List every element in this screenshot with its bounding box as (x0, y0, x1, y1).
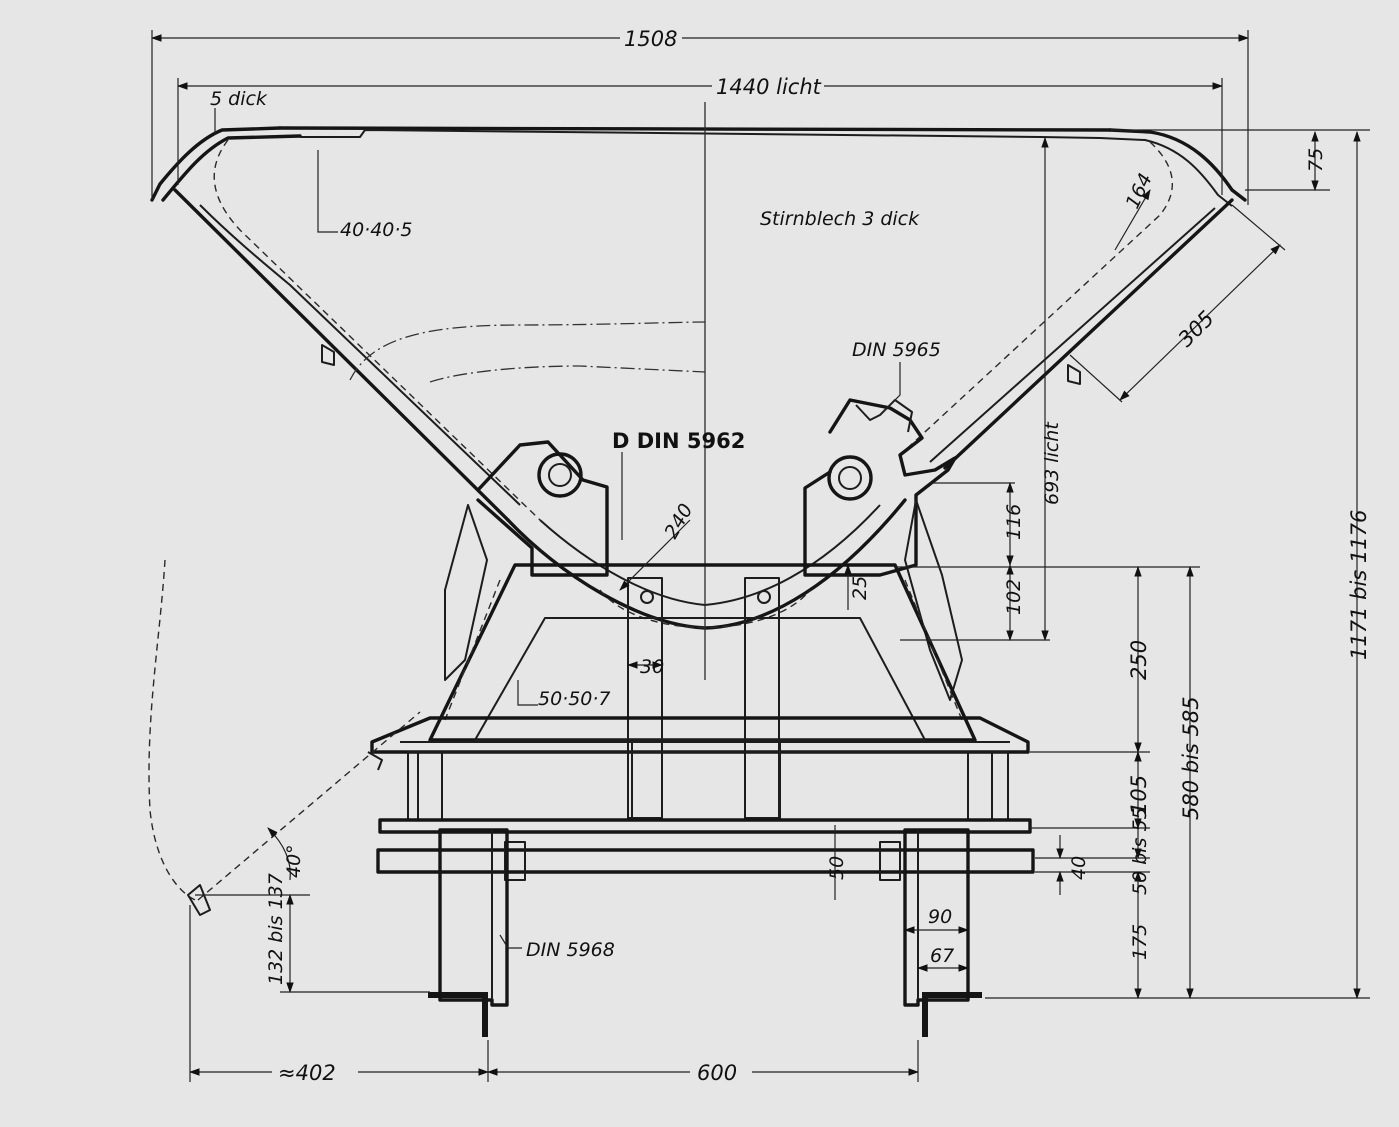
label-angle-top: 40·40·5 (340, 219, 413, 241)
dim-line-164 (1114, 189, 1151, 251)
rail-right-web (922, 992, 928, 1037)
tipped-lip (187, 884, 211, 916)
hanger-left (627, 577, 663, 819)
label-dim-305: 305 (1174, 306, 1219, 351)
label-dim-102: 102 (1003, 579, 1025, 615)
left-bracket (444, 504, 488, 681)
hopper-left-wall (173, 188, 510, 522)
hanger-left-bolt (640, 590, 654, 604)
label-dim-40: 40 (1068, 856, 1090, 880)
label-din-5968: DIN 5968 (526, 939, 615, 961)
tipped-outline-b (197, 711, 421, 901)
dim-line-305 (1119, 244, 1281, 401)
rail-right (922, 992, 982, 998)
chassis-box (407, 751, 1009, 821)
wheel-left (438, 828, 509, 1007)
rail-left (428, 992, 488, 998)
dim-line-240 (619, 519, 691, 591)
ext-line-305-b (1069, 354, 1123, 403)
hopper-left-lip-outer (161, 134, 302, 202)
frame-trapezoid (428, 563, 977, 742)
hanger-right-bolt (757, 590, 771, 604)
dimensions (150, 26, 1370, 1084)
tilt-trajectory (349, 321, 706, 381)
label-angle-bottom: 50·50·7 (538, 688, 611, 710)
leader-din5965 (879, 362, 901, 416)
labels: 1508 1440 licht 5 dick 40·40·5 Stirnblec… (210, 27, 1371, 1085)
platform-plate (370, 716, 1030, 754)
label-dim-90: 90 (928, 906, 952, 928)
tipped-stiffener (367, 751, 383, 771)
tilt-trajectory-2 (429, 365, 706, 383)
label-dim-164: 164 (1122, 170, 1157, 212)
hanger-right (744, 577, 780, 819)
right-stiffener (1067, 364, 1081, 385)
label-dim-75: 75 (1305, 148, 1327, 172)
label-dim-175: 175 (1129, 924, 1151, 960)
frame-trapezoid-inner (474, 617, 926, 741)
hopper-top-rim (278, 126, 1112, 132)
axle-hub-right (879, 841, 901, 881)
tipped-outline-a (148, 559, 196, 901)
label-angle-40: 40° (283, 844, 305, 878)
label-dim-580: 580 bis 585 (1179, 696, 1203, 820)
rail-left-web (482, 992, 488, 1037)
right-pivot-lever (803, 398, 957, 577)
right-pivot-eye-inner (838, 466, 862, 490)
label-dim-116: 116 (1003, 504, 1025, 540)
pivot-assembly-right (803, 398, 963, 701)
label-end-plate: Stirnblech 3 dick (760, 208, 920, 230)
label-dim-105: 105 (1127, 775, 1151, 815)
label-dim-1171: 1171 bis 1176 (1347, 510, 1371, 660)
label-dim-240: 240 (660, 500, 697, 542)
label-dim-67: 67 (930, 945, 954, 967)
label-sheet-thickness: 5 dick (210, 88, 268, 110)
label-inner-width: 1440 licht (716, 75, 822, 99)
label-dim-693: 693 licht (1041, 421, 1063, 505)
right-bracket (904, 499, 963, 701)
left-pivot-eye-inner (548, 463, 572, 487)
hopper-left-lip (150, 126, 282, 202)
label-din-5965: DIN 5965 (852, 339, 941, 361)
pivot-assembly-left (444, 440, 609, 681)
leader-din5968 (499, 934, 522, 949)
chassis-post-right (967, 751, 993, 821)
frame-hidden-lines (444, 579, 963, 721)
angle-arc-40 (267, 827, 291, 881)
label-overall-width: 1508 (624, 27, 677, 51)
label-dim-132: 132 bis 137 (265, 873, 287, 985)
hopper-right-lip (1108, 128, 1247, 202)
axle-hub-left (504, 841, 526, 881)
lower-crossbar (378, 818, 1032, 834)
label-dim-250: 250 (1127, 640, 1151, 680)
hopper-bottom-curve-inner (539, 504, 881, 606)
left-pivot-eye-outer (537, 452, 583, 498)
hopper-right-wall-inner (929, 207, 1216, 463)
leader-angle-bottom (517, 680, 538, 706)
label-dim-402: ≈402 (278, 1061, 336, 1085)
chassis-post-left (417, 751, 443, 821)
underframe (370, 563, 1035, 1037)
axle-shaft (376, 848, 1035, 874)
leader-angle-top (317, 150, 338, 233)
label-dim-600: 600 (697, 1061, 737, 1085)
hopper-left-wall-inner (199, 204, 521, 506)
left-pivot-lever (476, 440, 609, 577)
label-dim-25: 25 (849, 576, 871, 600)
right-pivot-eye-outer (827, 455, 873, 501)
ext-line-305-a (1231, 204, 1286, 251)
label-dim-30: 30 (640, 656, 664, 678)
hopper-body (150, 126, 1247, 630)
hopper-top-rim-inner (300, 129, 1101, 139)
tipped-position-outline (148, 559, 421, 916)
hopper-left-wall-hidden (213, 139, 541, 521)
label-dim-50-55: 50 bis 55 (1129, 807, 1151, 895)
label-dim-50: 50 (826, 856, 848, 880)
label-din-5962: D DIN 5962 (612, 429, 745, 453)
left-stiffener (321, 344, 335, 366)
hopper-right-lip-inner (1099, 137, 1233, 207)
